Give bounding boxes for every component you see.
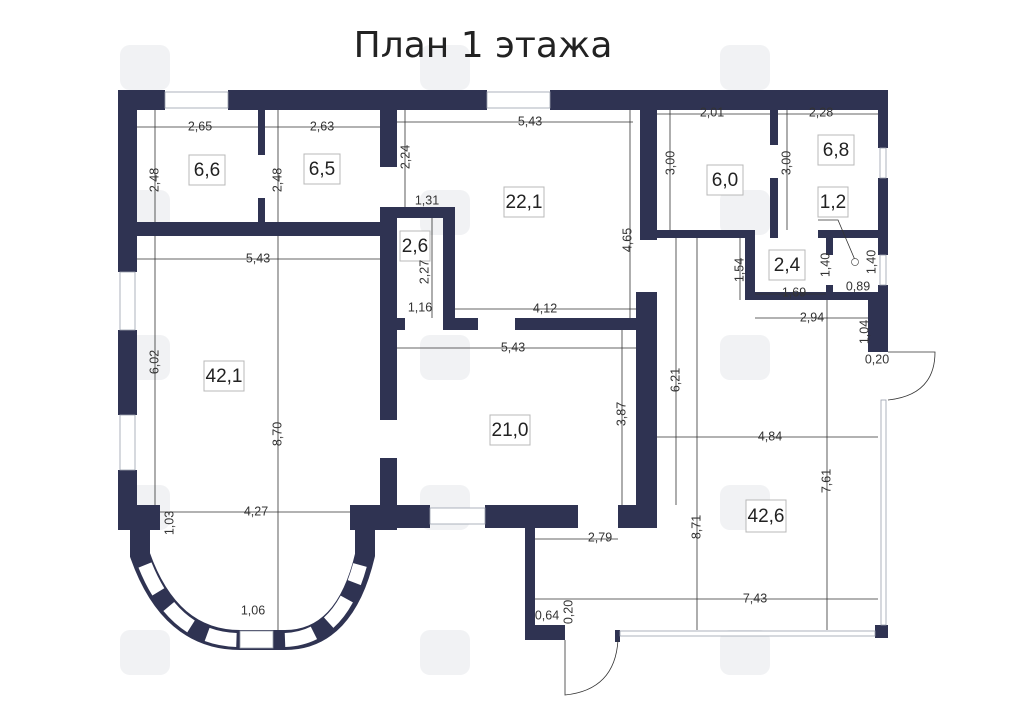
room-areas: 6,6 6,5 22,1 2,6 42,1 21,0 6,0 6,8 1,2 2… bbox=[188, 134, 859, 533]
dimension-label: 1,16 bbox=[408, 300, 432, 314]
room-area: 6,0 bbox=[712, 170, 738, 191]
room-area: 21,0 bbox=[492, 420, 529, 441]
dimension-label: 8,70 bbox=[270, 422, 284, 446]
dimension-label: 7,43 bbox=[743, 591, 767, 605]
dimension-label: 2,48 bbox=[147, 168, 161, 192]
dimension-label: 5,43 bbox=[501, 340, 525, 354]
dimension-label: 4,12 bbox=[533, 301, 557, 315]
dimension-label: 1,03 bbox=[162, 511, 176, 535]
dimension-label: 0,20 bbox=[561, 600, 575, 624]
dimension-label: 5,43 bbox=[246, 251, 270, 265]
dimension-label: 2,63 bbox=[310, 119, 334, 133]
dimension-label: 3,87 bbox=[614, 402, 628, 426]
room-area: 1,2 bbox=[820, 192, 846, 213]
dimension-label: 1,69 bbox=[782, 285, 806, 299]
room-area: 42,1 bbox=[206, 366, 243, 387]
doors bbox=[564, 351, 936, 696]
dimension-lines bbox=[137, 110, 878, 630]
dimension-label: 0,89 bbox=[846, 279, 870, 293]
dimension-label: 2,48 bbox=[270, 168, 284, 192]
dimension-label: 3,00 bbox=[779, 151, 793, 175]
dimension-label: 2,28 bbox=[809, 105, 833, 119]
walls bbox=[118, 90, 888, 650]
dimension-label: 2,01 bbox=[700, 105, 724, 119]
dimension-label: 3,00 bbox=[663, 151, 677, 175]
dimension-label: 7,61 bbox=[819, 469, 833, 493]
room-area: 6,5 bbox=[309, 159, 335, 180]
dimension-label: 1,54 bbox=[732, 258, 746, 282]
dimension-label: 1,40 bbox=[818, 253, 832, 277]
watermark-logos bbox=[120, 45, 770, 675]
room-area: 6,6 bbox=[194, 160, 220, 181]
dimension-label: 2,94 bbox=[800, 310, 824, 324]
dimension-label: 2,24 bbox=[398, 145, 412, 169]
windows bbox=[119, 91, 887, 637]
dimension-label: 6,21 bbox=[668, 368, 682, 392]
dimension-label: 1,31 bbox=[415, 193, 439, 207]
dimension-label: 5,43 bbox=[518, 114, 542, 128]
room-area: 6,8 bbox=[823, 140, 849, 161]
dimension-label: 1,40 bbox=[864, 250, 878, 274]
dimension-label: 1,04 bbox=[857, 320, 871, 344]
room-area: 22,1 bbox=[506, 192, 543, 213]
room-area: 2,4 bbox=[774, 255, 801, 276]
dimension-label: 6,02 bbox=[147, 350, 161, 374]
dimension-label: 2,65 bbox=[188, 119, 212, 133]
dimension-label: 0,64 bbox=[535, 608, 559, 622]
dimension-label: 4,27 bbox=[244, 504, 268, 518]
dimension-label: 0,20 bbox=[865, 352, 889, 366]
room-area: 42,6 bbox=[748, 506, 785, 527]
dimension-labels: 2,65 2,48 2,63 2,48 5,43 2,24 1,31 4,65 … bbox=[147, 105, 889, 624]
dimension-label: 8,71 bbox=[689, 515, 703, 539]
dimension-label: 4,65 bbox=[620, 228, 634, 252]
plan-title: План 1 этажа bbox=[354, 25, 613, 66]
dimension-label: 2,79 bbox=[588, 530, 612, 544]
room-area: 2,6 bbox=[402, 236, 428, 257]
dimension-label: 1,06 bbox=[241, 603, 265, 617]
dimension-label: 2,27 bbox=[417, 260, 431, 284]
dimension-label: 4,84 bbox=[758, 429, 782, 443]
